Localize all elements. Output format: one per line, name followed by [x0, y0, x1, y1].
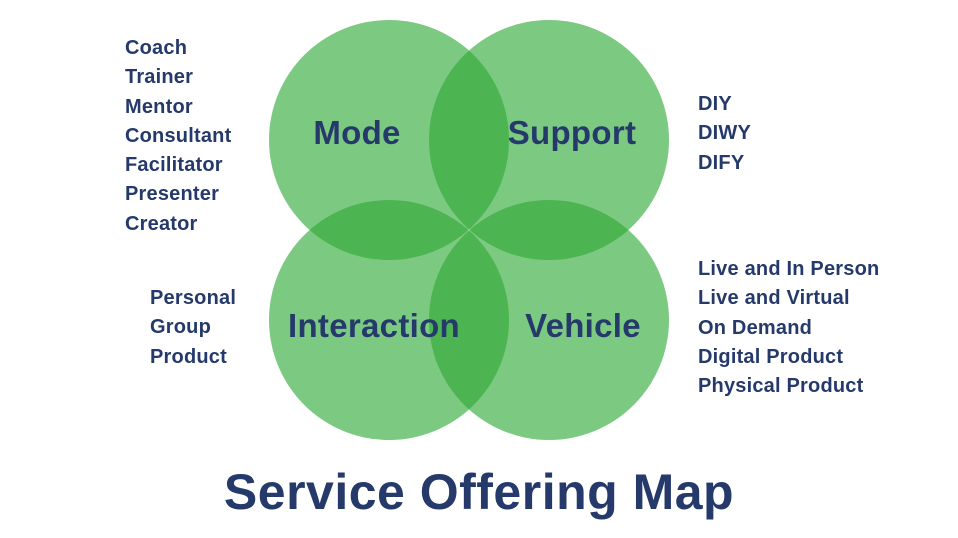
list-item: Trainer	[125, 66, 194, 89]
list-item: DIFY	[698, 151, 745, 174]
list-item: DIY	[698, 93, 732, 115]
list-item: On Demand	[698, 316, 813, 339]
vehicle-items-list: Live and In Person Live and Virtual On D…	[698, 255, 879, 401]
page-title: Service Offering Map	[223, 464, 735, 520]
venn-circle-vehicle	[429, 200, 669, 440]
list-item: Live and In Person	[698, 258, 880, 280]
list-item: Group	[150, 316, 211, 339]
mode-items-list: Coach Trainer Mentor Consultant Facilita…	[125, 34, 231, 239]
venn-label-interaction: Interaction	[288, 307, 460, 344]
list-item: Digital Product	[698, 345, 844, 368]
list-item: Personal	[150, 287, 237, 309]
venn-label-vehicle: Vehicle	[525, 307, 641, 344]
list-item: Creator	[125, 212, 198, 235]
list-item: Coach	[125, 37, 188, 59]
list-item: Product	[150, 345, 227, 368]
list-item: Consultant	[125, 124, 232, 147]
support-items-list: DIY DIWY DIFY	[698, 90, 751, 178]
venn-label-mode: Mode	[313, 114, 401, 151]
list-item: Presenter	[125, 183, 220, 206]
venn-label-support: Support	[507, 114, 637, 151]
list-item: Mentor	[125, 95, 193, 118]
list-item: Facilitator	[125, 154, 223, 177]
list-item: Live and Virtual	[698, 287, 850, 310]
interaction-items-list: Personal Group Product	[150, 284, 236, 372]
list-item: DIWY	[698, 122, 752, 145]
list-item: Physical Product	[698, 375, 864, 398]
